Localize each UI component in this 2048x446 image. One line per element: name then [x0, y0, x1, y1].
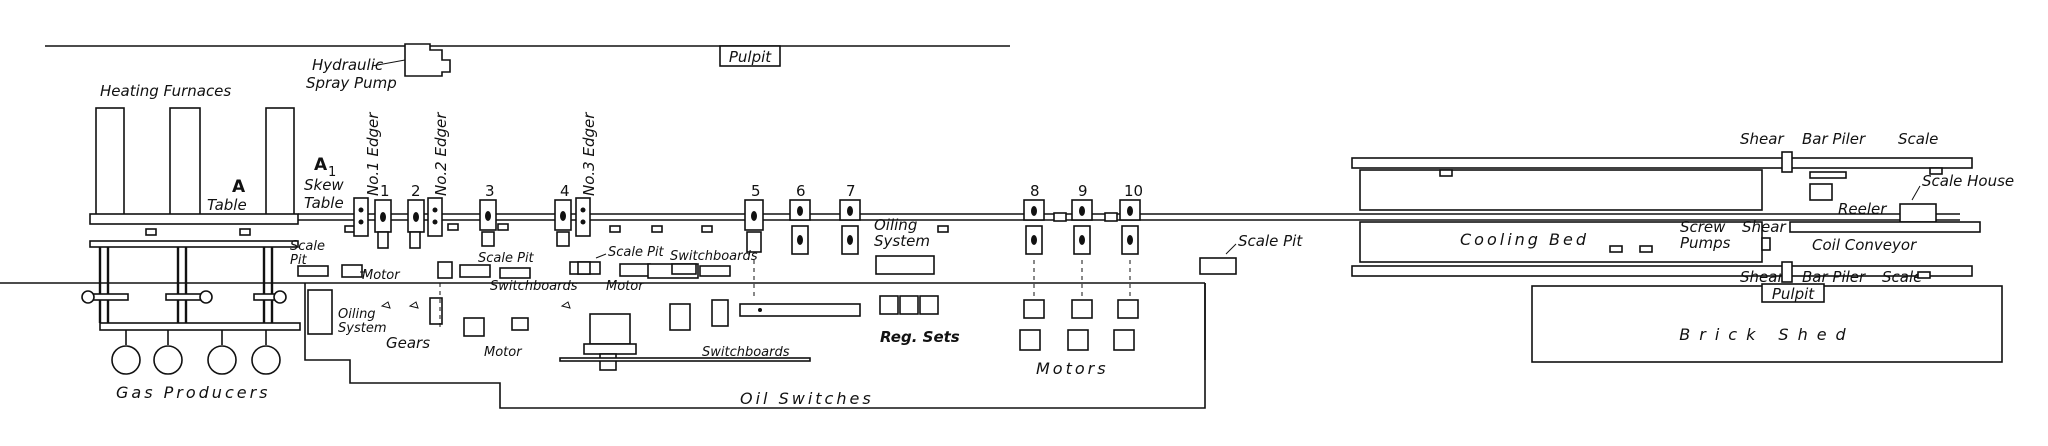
stand-1-label: 1 — [380, 182, 390, 200]
no3-edger-label: No.3 Edger — [580, 112, 598, 196]
screw-label: Screw — [1680, 218, 1726, 236]
bar-piler-top-label: Bar Piler — [1802, 130, 1866, 148]
motor-room: Oiling System Gears Motor Switchboards R… — [304, 260, 1206, 409]
top-structures: Pulpit Hydraulic Spray Pump — [45, 43, 1010, 92]
pulpit-bottom-label: Pulpit — [1772, 285, 1815, 303]
stand-8-label: 8 — [1030, 182, 1040, 200]
scale-pit-label-3: Scale Pit — [1238, 232, 1303, 250]
scale-bot-label: Scale — [1882, 268, 1922, 286]
table-label: Table — [207, 196, 247, 214]
skew-label: Skew — [304, 176, 344, 194]
line-rollers — [344, 212, 1118, 233]
cooling-bed-area: Cooling Bed Shear Bar Piler Scale Reeler… — [1351, 130, 2014, 286]
pit-label-left: Pit — [290, 253, 307, 268]
upper-floor-equipment: Motor Scale Pit Scale Pit Switchboards S… — [341, 216, 1303, 294]
no1-edger-label: No.1 Edger — [364, 112, 382, 196]
skew-table-area: A 1 Skew Table Scale Pit — [290, 155, 344, 277]
switchboards-label-3: Switchboards — [702, 345, 790, 360]
coil-conveyor-label: Coil Conveyor — [1812, 236, 1917, 254]
stand-2-label: 2 — [411, 182, 421, 200]
scale-house-label: Scale House — [1922, 172, 2014, 190]
stand-9-label: 9 — [1078, 182, 1088, 200]
gas-producers: Gas Producers — [81, 247, 301, 402]
brick-shed-label: Brick Shed — [1679, 325, 1854, 344]
scale-pit-label-1: Scale Pit — [478, 251, 535, 266]
stand-10-label: 10 — [1124, 182, 1143, 200]
oiling-label: Oiling — [338, 307, 376, 322]
reg-sets-label: Reg. Sets — [880, 328, 960, 346]
switchboards-label-2: Switchboards — [490, 279, 578, 294]
A-label: A — [232, 177, 246, 197]
A1-label: A — [314, 155, 328, 175]
oil-switches-label: Oil Switches — [740, 389, 874, 408]
pulpit-top-label: Pulpit — [729, 48, 772, 66]
motor-label-a: Motor — [362, 268, 401, 283]
motor-label-c: Motor — [484, 345, 523, 360]
gas-producers-label: Gas Producers — [116, 383, 271, 402]
bar-piler-bot-label: Bar Piler — [1802, 268, 1866, 286]
shear-mid-label: Shear — [1742, 218, 1786, 236]
scale-pit-label-2: Scale Pit — [608, 245, 665, 260]
stand-4-label: 4 — [560, 182, 570, 200]
oiling-system-2a-label: Oiling — [874, 216, 917, 234]
scale-pit-label-left: Scale — [290, 239, 325, 254]
shear-top-label: Shear — [1740, 130, 1784, 148]
pumps-label: Pumps — [1680, 234, 1731, 252]
gears-label: Gears — [386, 334, 430, 352]
hydraulic-label: Hydraulic — [312, 56, 384, 74]
cooling-bed-label: Cooling Bed — [1460, 230, 1589, 249]
system-label: System — [338, 321, 386, 336]
scale-top-label: Scale — [1898, 130, 1938, 148]
motors-label: Motors — [1036, 359, 1109, 378]
oiling-system-2b-label: System — [874, 232, 930, 250]
brick-shed: Pulpit Brick Shed — [1531, 283, 2003, 363]
reeler-label: Reeler — [1838, 200, 1887, 218]
stand-3-label: 3 — [485, 182, 495, 200]
shear-bot-label: Shear — [1740, 268, 1784, 286]
heating-furnaces: Heating Furnaces A Table — [89, 82, 299, 248]
heating-furnaces-label: Heating Furnaces — [100, 82, 231, 100]
skew-table-label: Table — [304, 194, 344, 212]
spray-pump-label: Spray Pump — [306, 74, 397, 92]
A1-subscript: 1 — [328, 165, 336, 180]
switchboards-label-1: Switchboards — [670, 249, 758, 264]
no2-edger-label: No.2 Edger — [432, 112, 450, 196]
mill-stands: 1 2 3 4 5 6 7 8 — [374, 182, 1143, 255]
stand-5-label: 5 — [751, 182, 761, 200]
stand-7-label: 7 — [846, 182, 856, 200]
stand-6-label: 6 — [796, 182, 806, 200]
motor-label-b: Motor — [606, 279, 645, 294]
edgers: No.1 Edger No.2 Edger No.3 Edger — [353, 112, 598, 237]
